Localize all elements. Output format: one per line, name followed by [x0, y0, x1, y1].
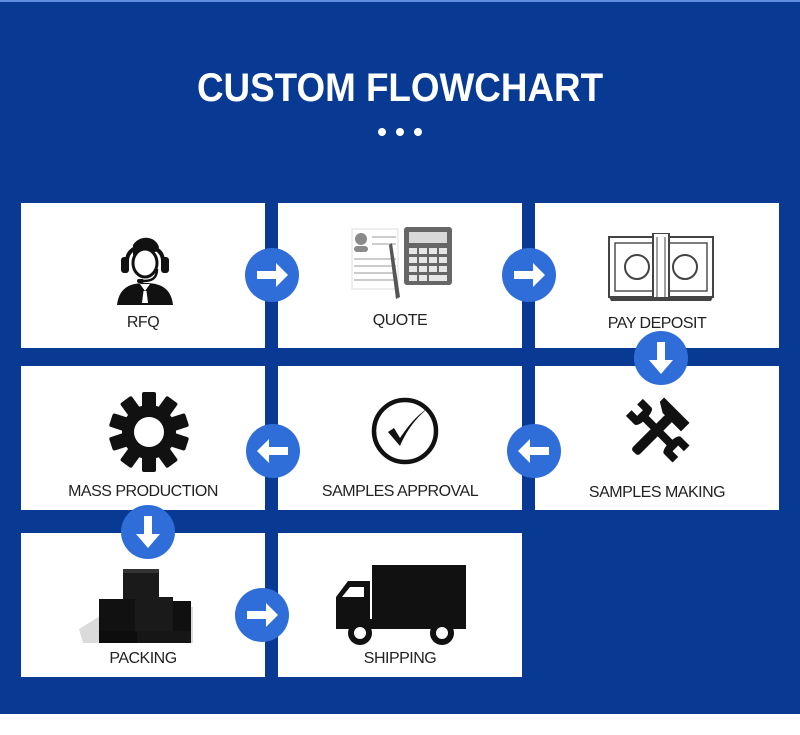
step-card-rfq: RFQ	[21, 203, 265, 348]
step-label: QUOTE	[372, 312, 428, 329]
arrow-down-mass-production-to-packing	[121, 505, 175, 559]
step-card-samples-making: SAMPLES MAKING	[535, 366, 779, 510]
flowchart-panel: CUSTOM FLOWCHART RFQ	[0, 0, 800, 714]
step-label: PACKING	[109, 650, 177, 667]
delivery-truck-icon	[336, 565, 466, 645]
step-label: MASS PRODUCTION	[68, 483, 218, 500]
step-card-pay-deposit: PAY DEPOSIT	[535, 203, 779, 348]
stacked-boxes-icon	[79, 569, 193, 643]
step-label: SHIPPING	[363, 650, 437, 667]
arrow-right-icon	[247, 603, 278, 627]
gear-icon	[109, 392, 189, 472]
arrow-right-quote-to-pay-deposit	[502, 248, 556, 302]
arrow-right-icon	[514, 263, 545, 287]
step-card-samples-approval: SAMPLES APPROVAL	[278, 366, 522, 510]
arrow-right-rfq-to-quote	[245, 248, 299, 302]
step-card-shipping: SHIPPING	[278, 533, 522, 677]
arrow-down-pay-deposit-to-samples-making	[634, 331, 688, 385]
step-label: PAY DEPOSIT	[607, 315, 707, 332]
checkmark-circle-icon	[371, 397, 439, 465]
arrow-right-icon	[257, 263, 288, 287]
dot	[414, 128, 422, 136]
arrow-right-packing-to-shipping	[235, 588, 289, 642]
page-title: CUSTOM FLOWCHART	[196, 66, 604, 110]
dot	[396, 128, 404, 136]
step-card-quote: QUOTE	[278, 203, 522, 348]
customer-service-agent-icon	[117, 237, 173, 305]
banknote-icon	[608, 233, 714, 301]
calculator-document-icon	[351, 227, 452, 299]
dot	[378, 128, 386, 136]
top-accent-line	[0, 0, 800, 2]
arrow-left-icon	[518, 439, 549, 463]
step-label: SAMPLES APPROVAL	[321, 483, 479, 500]
step-label: RFQ	[126, 314, 160, 331]
title-dots-decoration	[376, 128, 424, 138]
hammer-wrench-icon	[625, 397, 690, 463]
arrow-left-samples-approval-to-mass-production	[246, 424, 300, 478]
arrow-down-icon	[136, 516, 160, 548]
arrow-down-icon	[649, 342, 673, 374]
step-card-mass-production: MASS PRODUCTION	[21, 366, 265, 510]
step-label: SAMPLES MAKING	[588, 484, 726, 501]
arrow-left-samples-making-to-samples-approval	[507, 424, 561, 478]
arrow-left-icon	[257, 439, 288, 463]
